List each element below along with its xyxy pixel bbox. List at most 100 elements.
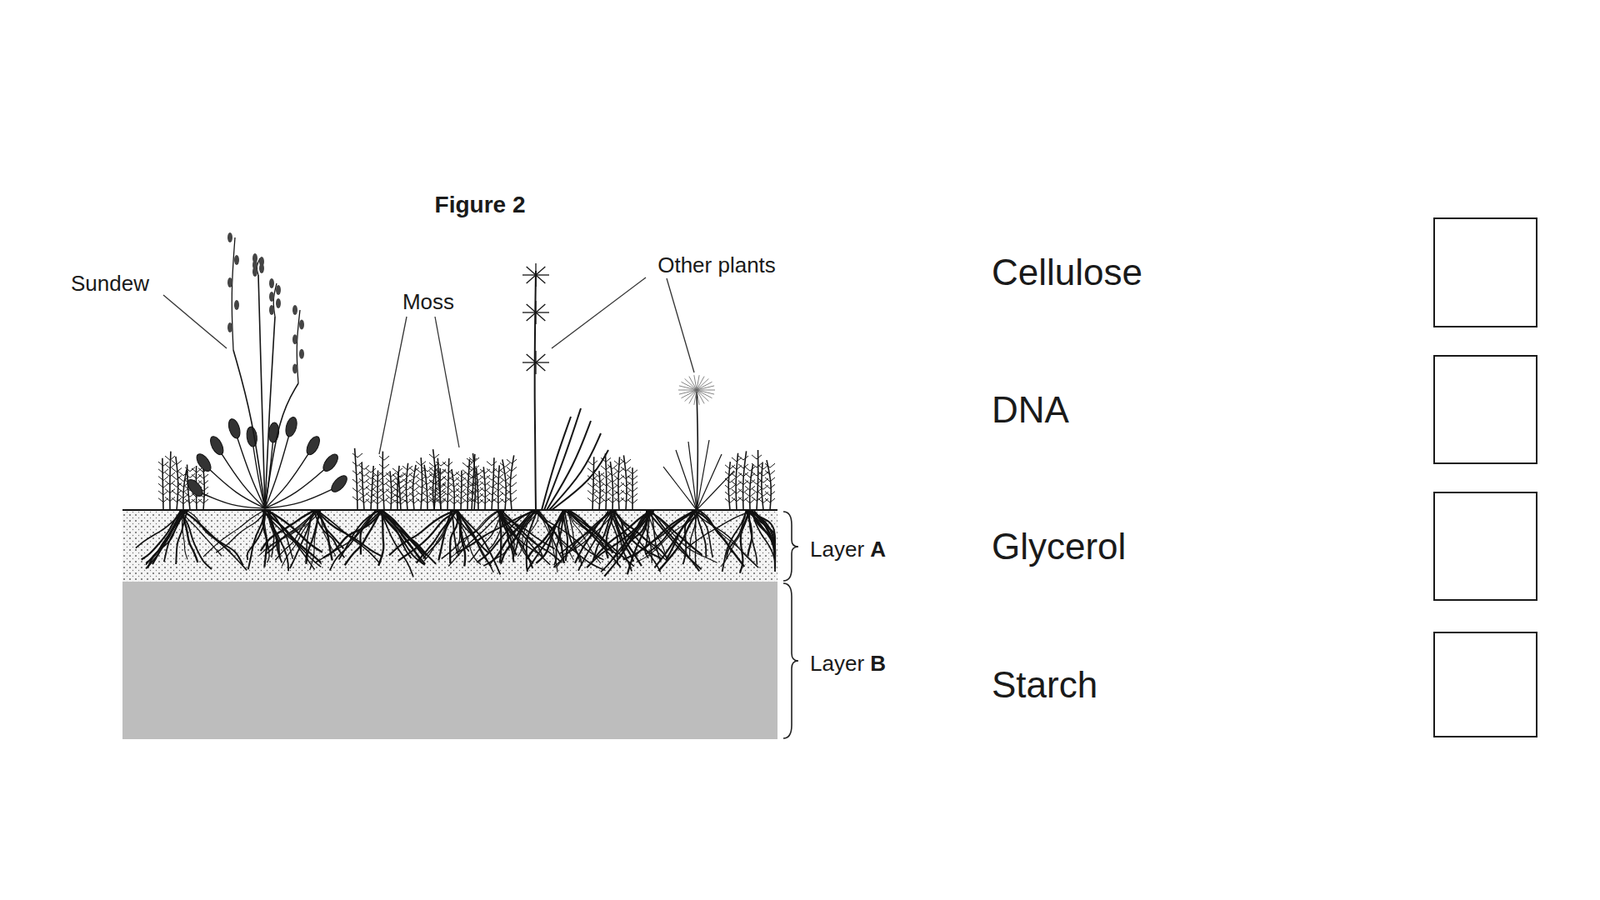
plant-stroke [663,466,697,510]
tick-box [1433,631,1538,738]
plant-stroke [625,459,631,464]
sundew-flower [227,232,233,243]
plant-stroke [206,466,265,509]
plant-stroke [473,475,479,480]
plant-stroke [447,461,453,466]
plant-stroke [178,494,184,499]
root [164,510,185,562]
plant-stroke [594,483,600,488]
plant-stroke [178,500,184,505]
plant-stroke [429,480,435,485]
plant-stroke [385,494,391,499]
plant-stroke [449,488,455,493]
plant-stroke [620,482,626,487]
plant-stroke [756,488,762,493]
root [469,510,505,563]
plant-stroke [352,453,358,458]
plant-stroke [265,383,299,509]
plant-stroke [725,471,730,476]
root [450,510,498,559]
plant-stroke [738,480,744,485]
plant-stroke [422,473,428,478]
root [145,510,187,565]
sundew-flower [292,363,298,374]
plant-stroke [429,454,435,459]
plant-stroke [415,475,421,480]
root [600,510,655,572]
plant-stroke [625,490,631,495]
sundew-flower [275,285,281,295]
plant-stroke [466,458,472,463]
plant-stroke [480,499,485,504]
plant-stroke [480,469,485,474]
plant-stroke [485,480,490,485]
plant-stroke [233,350,265,509]
plant-stroke [171,468,177,473]
plant-stroke [500,470,505,475]
layer-label: Layer A [810,536,886,563]
plant-stroke [171,482,177,487]
plant-stroke [480,487,485,492]
leader-line [666,278,695,373]
plant-stroke [614,468,620,473]
sundew-leaf [320,451,341,474]
root [650,510,718,563]
plant-stroke [385,489,391,494]
plant-stroke [429,473,435,478]
plant-stroke [498,486,504,491]
root [501,510,562,563]
plant-stroke [770,477,775,482]
plant-stroke [462,470,468,475]
plant-stroke [696,381,713,390]
option-text: Glycerol [991,525,1126,568]
plant-stroke [414,486,420,491]
plant-stroke [679,390,697,395]
plant-stroke [505,498,510,503]
plant-stroke [627,487,633,492]
plant-stroke [485,493,490,498]
plant-stroke [486,475,492,480]
plant-stroke [449,500,455,505]
plant-stroke [203,480,209,485]
plant-stroke [535,312,536,325]
root [457,510,460,552]
sundew-flower [292,334,298,345]
plant-stroke [462,484,468,489]
plant-stroke [462,476,468,481]
plant-stroke [592,483,598,488]
plant-stroke [506,490,512,495]
plant-label: Other plants [657,252,776,279]
ground-line [122,509,778,511]
plant-stroke [493,480,499,485]
sundew-leaf [329,473,350,495]
plant-stroke [612,498,618,503]
plant-stroke [607,478,613,483]
plant-stroke [395,495,401,500]
plant-stroke [731,497,737,502]
plant-stroke [632,475,638,480]
plant-stroke [473,493,479,498]
plant-stroke [372,489,378,494]
root [380,510,412,559]
plant-stroke [359,465,365,470]
plant-stroke [352,479,358,484]
plant-stroke [176,468,182,473]
plant-stroke [756,455,762,460]
root [378,510,384,566]
plant-stroke [500,490,505,495]
roots [135,510,775,577]
sundew-leaf [207,434,226,457]
plant-stroke [385,472,391,477]
sundew-leaf [304,434,323,457]
root [586,510,651,568]
plant-stroke [607,471,613,476]
plant-stroke [620,490,626,495]
plant-stroke [370,499,376,504]
plant-stroke [765,491,770,496]
plant-stroke [384,455,390,460]
plant-stroke [491,490,497,495]
plant-stroke [467,470,473,475]
tick-box [1433,355,1538,465]
sundew-flower [269,291,275,302]
plant-stroke [614,497,620,502]
